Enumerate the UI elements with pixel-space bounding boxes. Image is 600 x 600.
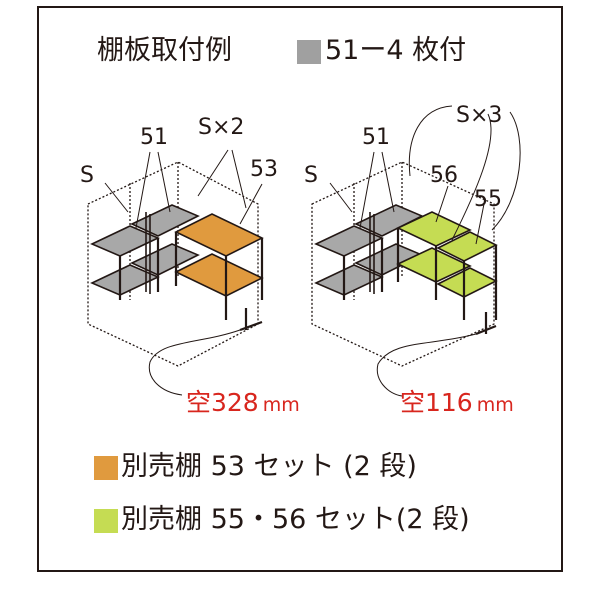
- standard-shelf-spec: 51ー4 枚付: [325, 35, 467, 66]
- right-label-56: 56: [430, 163, 458, 188]
- left-unit-leader-lines: [104, 149, 263, 229]
- right-unit-outline: [311, 161, 495, 367]
- left-label-sx: S×2: [198, 115, 244, 140]
- shelf-56-upper: [396, 211, 472, 247]
- legend-swatch-55-56: [94, 509, 118, 533]
- left-clearance-leader: [148, 329, 241, 396]
- right-green-shelves: [396, 211, 498, 298]
- left-unit-frame-posts: [118, 232, 264, 332]
- legend-swatch-53: [94, 456, 118, 480]
- right-storage-unit: [311, 105, 521, 397]
- right-unit-frame-posts: [342, 228, 498, 336]
- right-label-s: S: [304, 163, 318, 188]
- standard-shelf-swatch: [297, 40, 321, 64]
- left-storage-unit: [87, 149, 264, 396]
- right-label-55: 55: [474, 187, 502, 212]
- shelf-56-lower: [396, 247, 472, 283]
- right-gray-shelves: [314, 204, 424, 296]
- left-label-s: S: [80, 163, 94, 188]
- right-clearance-unit: mm: [476, 394, 514, 416]
- right-unit-divider: [369, 212, 375, 294]
- figure-frame: [37, 6, 563, 572]
- right-clearance-leader: [376, 333, 477, 397]
- left-label-53: 53: [250, 157, 278, 182]
- figure-title: 棚板取付例: [97, 35, 232, 66]
- left-label-51: 51: [140, 125, 168, 150]
- right-clearance-value: 空116: [400, 388, 473, 417]
- left-gray-shelves: [90, 204, 200, 296]
- right-unit-leader-lines: [329, 151, 485, 245]
- left-clearance-value: 空328: [186, 388, 259, 417]
- legend-item-53: 別売棚 53 セット (2 段): [121, 451, 417, 482]
- right-label-sx: S×3: [456, 103, 502, 128]
- left-unit-divider: [145, 212, 151, 294]
- right-sx3-leaders: [408, 105, 521, 241]
- legend-item-55-56: 別売棚 55・56 セット(2 段): [121, 504, 470, 535]
- right-label-51: 51: [362, 125, 390, 150]
- left-clearance-unit: mm: [262, 394, 300, 416]
